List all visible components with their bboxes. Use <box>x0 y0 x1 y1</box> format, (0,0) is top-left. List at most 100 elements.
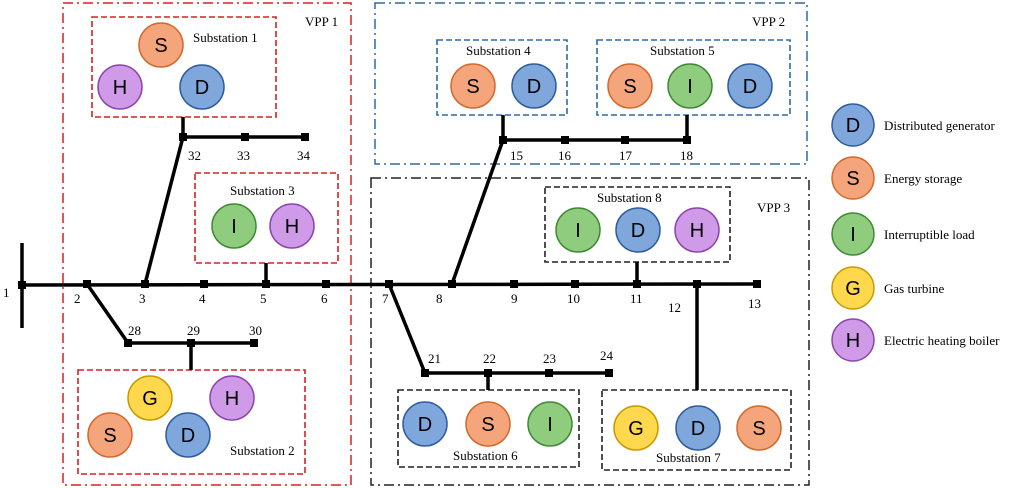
bus-node-2 <box>83 280 91 288</box>
bus-node-6 <box>322 280 330 288</box>
bus-node-8 <box>448 280 456 288</box>
legend-I-label: Interruptible load <box>884 227 975 242</box>
sub8-label: Substation 8 <box>597 190 662 205</box>
sub5-unit-D-label: D <box>743 76 757 98</box>
bus-node-28 <box>124 339 132 347</box>
sub2-unit-D-circle <box>165 412 211 458</box>
sub7-unit-D-circle <box>675 405 721 451</box>
sub8-unit-D-label: D <box>631 220 645 242</box>
bus-label-23: 23 <box>543 351 556 366</box>
sub2-unit-H-label: H <box>225 388 239 410</box>
bus-label-7: 7 <box>382 291 389 306</box>
sub5-unit-S-label: S <box>623 76 636 98</box>
bus-node-30 <box>250 339 258 347</box>
legend-H-label: Electric heating boiler <box>884 333 1000 348</box>
bus-label-5: 5 <box>260 291 267 306</box>
sub1-label: Substation 1 <box>193 30 258 45</box>
bus-label-24: 24 <box>600 348 614 363</box>
bus-label-11: 11 <box>630 291 643 306</box>
legend-D-circle <box>831 103 875 147</box>
sub8-unit-I-label: I <box>575 220 581 242</box>
bus-node-21 <box>421 369 429 377</box>
vpp3-label: VPP 3 <box>757 200 790 215</box>
sub2-unit-G-circle <box>127 375 173 421</box>
bus-node-9 <box>510 280 518 288</box>
sub1-unit-D-label: D <box>195 77 209 99</box>
sub1-box <box>91 16 277 118</box>
sub6-unit-D-label: D <box>418 414 432 436</box>
vpp2-label: VPP 2 <box>752 14 785 29</box>
sub3-unit-H-label: H <box>285 216 299 238</box>
legend-D-key: D <box>846 115 860 137</box>
sub5-unit-I-label: I <box>687 76 693 98</box>
bus-node-32 <box>179 133 187 141</box>
line-3-32 <box>143 136 185 285</box>
legend-D-label: Distributed generator <box>884 118 995 133</box>
sub6-unit-I-circle <box>527 401 573 447</box>
bus-node-5 <box>262 280 270 288</box>
bus-label-17: 17 <box>619 148 633 163</box>
bus-node-3 <box>141 280 149 288</box>
legend-I-key: I <box>850 224 856 246</box>
legend-H-key: H <box>846 330 860 352</box>
sub1-unit-H-label: H <box>113 77 127 99</box>
bus-node-13 <box>753 280 761 288</box>
sub4-unit-S-circle <box>450 63 496 109</box>
line-2-28 <box>85 283 130 344</box>
bus-label-18: 18 <box>680 148 693 163</box>
bus-label-21: 21 <box>428 351 441 366</box>
sub7-unit-D-label: D <box>691 418 705 440</box>
sub8-unit-H-label: H <box>690 220 704 242</box>
bus-label-33: 33 <box>237 148 250 163</box>
bus-label-1: 1 <box>3 285 10 300</box>
legend-I-circle <box>831 212 875 256</box>
legend-S-label: Energy storage <box>884 171 962 186</box>
bus-label-29: 29 <box>187 323 200 338</box>
sub2-unit-H-circle <box>209 375 255 421</box>
bus-node-15 <box>499 136 507 144</box>
bus-label-15: 15 <box>510 148 523 163</box>
bus-label-22: 22 <box>483 351 496 366</box>
sub2-unit-S-circle <box>87 412 133 458</box>
bus-label-3: 3 <box>139 291 146 306</box>
bus-node-1 <box>18 281 26 289</box>
bus-label-2: 2 <box>74 291 81 306</box>
sub8-unit-H-circle <box>674 207 720 253</box>
line-8-15 <box>450 139 505 285</box>
sub5-unit-I-circle <box>667 63 713 109</box>
sub7-unit-S-circle <box>736 405 782 451</box>
sub3-label: Substation 3 <box>230 183 295 198</box>
sub2-label: Substation 2 <box>230 443 295 458</box>
sub4-label: Substation 4 <box>466 43 531 58</box>
sub6-unit-D-circle <box>402 401 448 447</box>
bus-node-18 <box>683 136 691 144</box>
sub8-unit-I-circle <box>555 207 601 253</box>
sub4-unit-S-label: S <box>466 76 479 98</box>
bus-node-17 <box>621 136 629 144</box>
legend-H-circle <box>831 318 875 362</box>
bus-label-4: 4 <box>199 291 206 306</box>
vpp3-boundary <box>370 177 810 486</box>
bus-label-16: 16 <box>558 148 572 163</box>
sub4-unit-D-label: D <box>527 76 541 98</box>
sub5-unit-S-circle <box>607 63 653 109</box>
bus-node-34 <box>301 133 309 141</box>
bus-node-4 <box>200 280 208 288</box>
bus-label-6: 6 <box>321 291 328 306</box>
legend-G-key: G <box>845 278 861 300</box>
bus-node-7 <box>385 280 393 288</box>
vpp2-boundary <box>374 2 808 165</box>
sub7-unit-G-label: G <box>628 418 644 440</box>
bus-label-32: 32 <box>188 148 201 163</box>
bus-label-13: 13 <box>748 296 761 311</box>
line-7-21 <box>387 283 427 374</box>
bus-label-34: 34 <box>297 148 311 163</box>
sub6-unit-I-label: I <box>547 414 553 436</box>
sub2-unit-G-label: G <box>142 388 158 410</box>
sub7-unit-S-label: S <box>752 418 765 440</box>
bus-node-33 <box>241 133 249 141</box>
sub7-label: Substation 7 <box>656 450 721 465</box>
bus-label-9: 9 <box>511 291 518 306</box>
sub1-unit-D-circle <box>179 64 225 110</box>
